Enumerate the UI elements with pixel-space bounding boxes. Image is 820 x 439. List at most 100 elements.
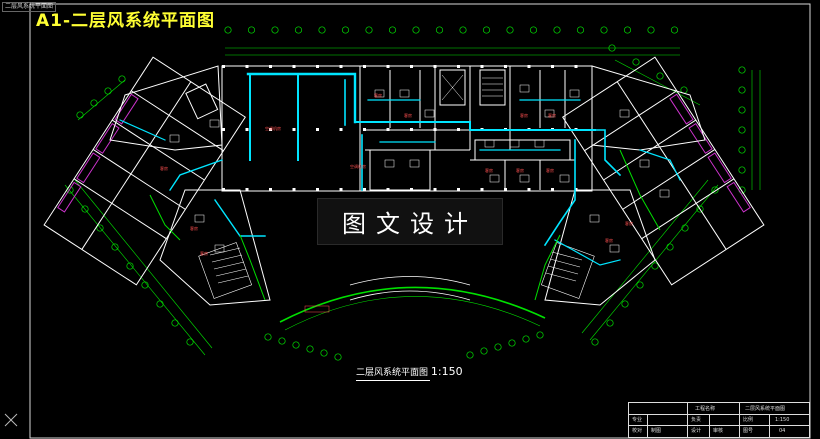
axis-bubble xyxy=(320,349,328,357)
right-wing xyxy=(562,56,765,286)
axis-bubble xyxy=(96,224,104,232)
axis-bubble xyxy=(104,87,112,95)
axis-bubble xyxy=(666,243,674,251)
tab-label[interactable]: 二层风系统平面图 xyxy=(2,2,57,12)
watermark-text: 图文设计 xyxy=(342,210,478,238)
tb-sheet-value: 04 xyxy=(779,428,786,434)
column xyxy=(386,65,390,68)
column xyxy=(316,188,319,191)
title-block: 工程名称 二层风系统平面图 专业 校对 负责 设计 审核 制图 比例 1:150… xyxy=(628,402,810,438)
axis-bubble xyxy=(294,26,303,34)
column xyxy=(363,128,366,131)
axis-bubble xyxy=(365,26,373,34)
diffuser xyxy=(609,244,620,253)
axis-bubble xyxy=(529,26,538,34)
right-wing-axis-bubbles xyxy=(591,44,719,346)
column xyxy=(222,128,225,131)
axis-bubble xyxy=(480,347,488,355)
axis-bubble xyxy=(623,26,632,34)
column xyxy=(292,65,296,68)
axis-bubble xyxy=(651,262,659,270)
left-stair xyxy=(198,242,253,299)
left-wing-lower xyxy=(159,189,271,306)
column xyxy=(339,188,343,191)
room-label: 客房 xyxy=(485,167,493,173)
diffuser xyxy=(484,139,495,148)
axis-bubble xyxy=(341,26,350,34)
column xyxy=(269,65,272,68)
axis-bubble xyxy=(738,106,746,114)
tb-row-label-3: 负责 xyxy=(691,417,702,423)
room-label: 客房 xyxy=(404,112,412,118)
column xyxy=(433,128,437,131)
column xyxy=(292,128,296,131)
watermark: 图文设计 xyxy=(317,198,503,245)
column xyxy=(527,65,531,68)
axis-bubble xyxy=(412,26,420,34)
column xyxy=(433,65,437,68)
right-stair xyxy=(540,242,595,299)
column xyxy=(551,65,554,68)
tb-row-label-2: 校对 xyxy=(632,428,643,434)
axis-bubble xyxy=(576,26,585,34)
room-label: 空调机房 xyxy=(265,125,281,131)
stair-core xyxy=(441,74,503,101)
column xyxy=(527,188,531,191)
axis-bubble xyxy=(536,331,544,339)
column xyxy=(457,65,460,68)
column xyxy=(363,188,366,191)
tb-row-label-5: 审核 xyxy=(713,428,724,434)
column xyxy=(433,188,437,191)
axis-bubble xyxy=(171,319,179,327)
column xyxy=(222,65,225,68)
axis-bubble xyxy=(621,300,629,308)
column xyxy=(457,128,460,131)
top-axis-bubbles xyxy=(224,26,679,34)
column xyxy=(504,188,507,191)
hvac-ducts xyxy=(119,72,681,266)
axis-bubble xyxy=(271,26,279,34)
room-label: 客房 xyxy=(605,237,613,243)
column xyxy=(574,65,578,68)
column xyxy=(245,188,249,191)
axis-bubble xyxy=(600,26,608,34)
axis-bubble xyxy=(482,26,491,34)
axis-bubble xyxy=(738,66,746,74)
diffuser xyxy=(534,139,545,148)
caption-text: 二层风系统平面图 xyxy=(356,368,429,378)
left-wing xyxy=(43,56,246,286)
axis-bubble xyxy=(738,166,746,174)
axis-bubble xyxy=(522,335,530,343)
room-label: 客房 xyxy=(546,167,554,173)
room-label: 客房 xyxy=(548,112,556,118)
tb-drawing-name: 二层风系统平面图 xyxy=(745,406,786,412)
column xyxy=(480,188,484,191)
axis-bubble xyxy=(388,26,397,34)
axis-bubble xyxy=(292,341,300,349)
axis-bubble xyxy=(508,339,516,347)
axis-bubble xyxy=(696,205,704,213)
left-wing-upper xyxy=(109,65,223,151)
room-label: 客房 xyxy=(516,167,524,173)
room-label: 客房 xyxy=(625,220,633,226)
left-dimension-lines xyxy=(64,79,213,356)
right-axis-bubbles xyxy=(738,66,746,194)
column xyxy=(269,188,272,191)
axis-bubble xyxy=(186,338,194,346)
diffuser xyxy=(409,159,420,168)
axis-bubble xyxy=(126,262,134,270)
axis-bubble xyxy=(247,26,256,34)
drawing-title: A1-二层风系统平面图 xyxy=(36,11,216,31)
column xyxy=(245,65,249,68)
axis-bubble xyxy=(224,26,232,34)
column xyxy=(410,128,413,131)
ucs-icon xyxy=(4,413,18,427)
diffuser xyxy=(169,134,180,143)
axis-bubble xyxy=(156,300,164,308)
room-labels: 客房客房客房客房客房客房客房客房客房客房客房客房空调机房空调机房 xyxy=(160,92,633,256)
right-wing-lower xyxy=(544,189,656,306)
left-axis-bubbles xyxy=(66,75,194,346)
diffuser xyxy=(424,109,435,118)
diffuser xyxy=(619,109,630,118)
